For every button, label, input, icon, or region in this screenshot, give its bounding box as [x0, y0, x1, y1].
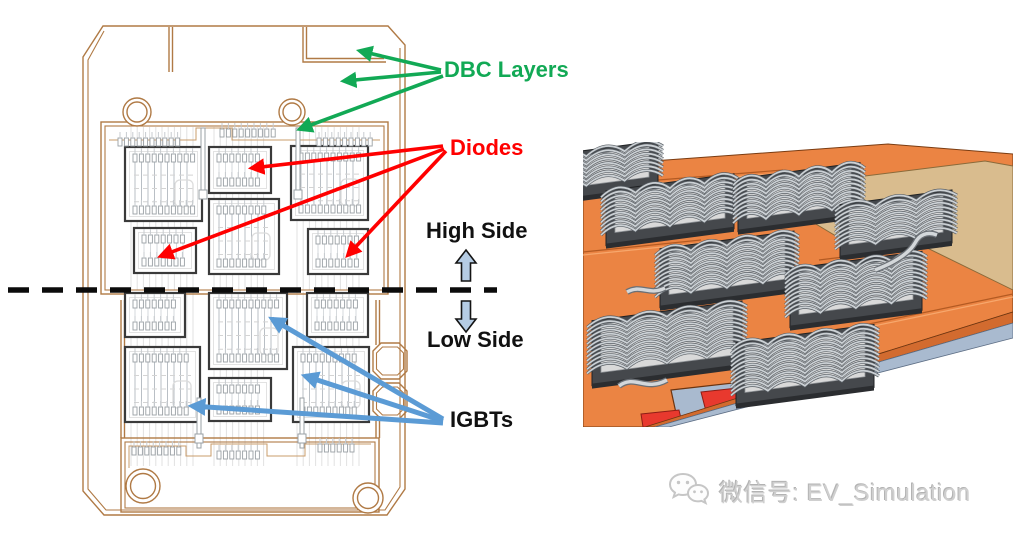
dbc-layers-arrows: [296, 45, 444, 133]
bond-feet-combs: [117, 123, 373, 460]
diodes-label: Diodes: [450, 135, 524, 160]
igbts-label: IGBTs: [450, 407, 514, 432]
igbt-chip: [207, 291, 289, 371]
dbc-layers-label: DBC Layers: [444, 57, 569, 82]
render-chip: [600, 172, 740, 249]
render-chip: [731, 161, 867, 235]
terminal-tab: [372, 342, 408, 380]
diode-chip: [123, 291, 187, 339]
watermark-text: 微信号: EV_Simulation: [719, 479, 971, 507]
side-direction-arrows: [454, 248, 478, 334]
copper-outlines: [82, 25, 408, 516]
render-chips: [583, 142, 958, 409]
watermark: 微信号: EV_Simulation: [668, 471, 971, 509]
module-outer-outline: [82, 25, 406, 516]
low-side-label: Low Side: [427, 327, 524, 352]
module-3d-render: [583, 142, 1013, 427]
gate-runners: [194, 127, 307, 449]
diodes-arrows: [157, 144, 448, 260]
jumper-wires: [617, 230, 939, 389]
diode-chip: [207, 145, 273, 195]
diode-chip: [132, 226, 198, 275]
chip-dies: [123, 144, 371, 424]
igbts-arrows: [187, 316, 445, 426]
render-chip: [654, 229, 800, 311]
bottom-island: [120, 437, 380, 513]
high-side-up-arrow: [454, 248, 478, 282]
diode-chip: [305, 291, 370, 339]
diode-chip: [207, 376, 273, 423]
wechat-icon: [668, 472, 710, 506]
top-right-notch: [302, 27, 386, 63]
igbt-chip: [123, 145, 204, 223]
diode-chip: [306, 227, 370, 276]
igbt-chip: [207, 197, 281, 276]
render-chip: [834, 188, 958, 261]
render-chip: [730, 323, 880, 409]
high-side-label: High Side: [426, 218, 528, 243]
igbt-chip: [123, 345, 202, 424]
render-chip: [586, 299, 748, 389]
low-side-down-arrow: [454, 300, 478, 334]
